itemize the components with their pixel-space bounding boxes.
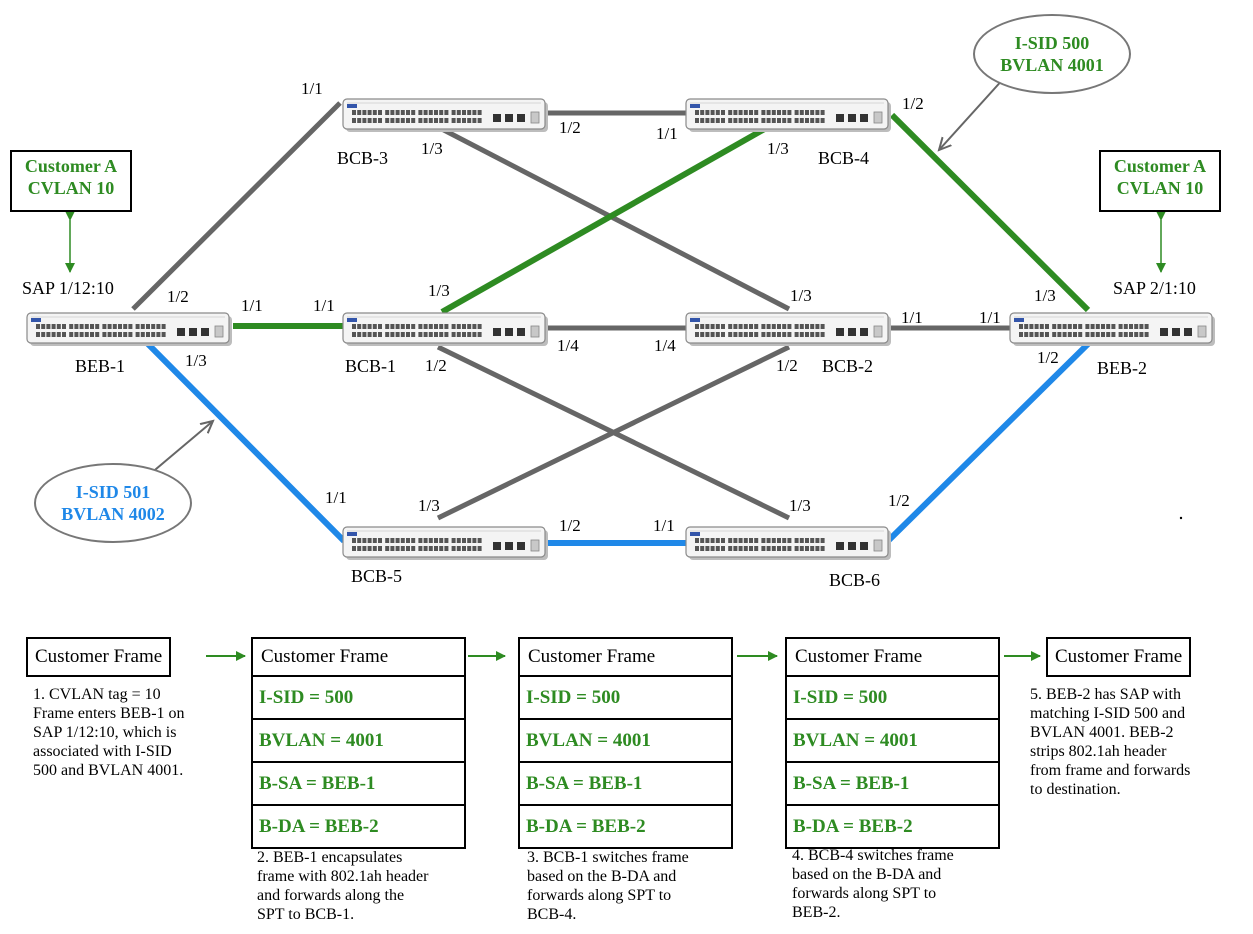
- port-label: 1/2: [902, 94, 924, 113]
- frame-3: Customer Frame I-SID = 500 BVLAN = 4001 …: [518, 637, 733, 849]
- port-label: 1/3: [790, 286, 812, 305]
- step-1-text: 1. CVLAN tag = 10 Frame enters BEB-1 on …: [33, 686, 185, 779]
- link-bcb1-bcb4: [440, 124, 770, 315]
- port-label: 1/1: [325, 488, 347, 507]
- bcb5-name: BCB-5: [351, 566, 403, 586]
- port-label: 1/3: [418, 496, 440, 515]
- isid500-oval: I-SID 500 BVLAN 4001: [973, 14, 1131, 94]
- isid500-pointer: [939, 76, 1006, 150]
- step-4-text: 4. BCB-4 switches frame based on the B-D…: [792, 847, 954, 921]
- bcb6-name: BCB-6: [829, 570, 881, 590]
- isid500-label: I-SID 500: [1014, 33, 1090, 53]
- bcb2-switch-icon: [685, 312, 891, 346]
- blue-links: [143, 339, 1093, 546]
- port-label: 1/2: [167, 287, 189, 306]
- frame-1: Customer Frame: [26, 637, 172, 677]
- green-links: [233, 112, 1091, 329]
- bcb1-name: BCB-1: [345, 356, 397, 376]
- step-5-text: 5. BEB-2 has SAP with matching I-SID 500…: [1030, 686, 1191, 798]
- port-label: 1/2: [559, 516, 581, 535]
- frame-2-bda: B-DA = BEB-2: [253, 804, 464, 847]
- left-customer-name: Customer A: [24, 156, 118, 176]
- link-bcb6-beb2: [886, 339, 1093, 543]
- frame-2-bsa: B-SA = BEB-1: [253, 761, 464, 804]
- frame-3-header: Customer Frame: [528, 646, 656, 667]
- port-label: 1/3: [421, 139, 443, 158]
- frame-4-bsa: B-SA = BEB-1: [787, 761, 998, 804]
- frame-2-header: Customer Frame: [261, 646, 389, 667]
- port-label: 1/3: [789, 496, 811, 515]
- right-sap-label: SAP 2/1:10: [1113, 278, 1196, 298]
- step-3-text: 3. BCB-1 switches frame based on the B-D…: [527, 849, 689, 923]
- frame-1-header: Customer Frame: [35, 646, 163, 667]
- frame-4-bvlan: BVLAN = 4001: [787, 718, 998, 761]
- frame-3-bda: B-DA = BEB-2: [520, 804, 731, 847]
- frame-4-isid: I-SID = 500: [787, 675, 998, 718]
- port-label: 1/2: [1037, 348, 1059, 367]
- bcb2-name: BCB-2: [822, 356, 874, 376]
- left-customer-cvlan: CVLAN 10: [27, 178, 115, 198]
- beb1-switch-icon: [26, 312, 232, 346]
- bcb4-name: BCB-4: [818, 148, 870, 168]
- port-label: 1/1: [301, 79, 323, 98]
- left-sap-label: SAP 1/12:10: [22, 278, 114, 298]
- isid501-label: I-SID 501: [75, 482, 151, 502]
- frame-2-bvlan: BVLAN = 4001: [253, 718, 464, 761]
- port-label: 1/2: [559, 118, 581, 137]
- port-label: 1/1: [241, 296, 263, 315]
- port-label: 1/1: [656, 124, 678, 143]
- right-customer-box: Customer A CVLAN 10: [1099, 150, 1221, 212]
- port-label: 1/2: [425, 356, 447, 375]
- link-beb1-bcb5: [143, 339, 347, 544]
- frame-5-header: Customer Frame: [1055, 646, 1183, 667]
- port-label: 1/3: [428, 281, 450, 300]
- frame-2-isid: I-SID = 500: [253, 675, 464, 718]
- port-label: 1/4: [654, 336, 676, 355]
- step-2-text: 2. BEB-1 encapsulates frame with 802.1ah…: [257, 849, 429, 923]
- beb2-switch-icon: [1009, 312, 1215, 346]
- link-beb1-bcb3: [131, 101, 342, 311]
- right-customer-cvlan: CVLAN 10: [1116, 178, 1204, 198]
- frame-4: Customer Frame I-SID = 500 BVLAN = 4001 …: [785, 637, 1000, 849]
- frame-2: Customer Frame I-SID = 500 BVLAN = 4001 …: [251, 637, 466, 849]
- stray-dot: [1179, 516, 1183, 520]
- frame-3-isid: I-SID = 500: [520, 675, 731, 718]
- frame-3-bsa: B-SA = BEB-1: [520, 761, 731, 804]
- beb2-name: BEB-2: [1097, 358, 1148, 378]
- frame-5: Customer Frame: [1046, 637, 1192, 677]
- port-label: 1/3: [185, 351, 207, 370]
- gray-links: [131, 101, 1010, 521]
- isid501-oval: I-SID 501 BVLAN 4002: [34, 463, 192, 543]
- frame-4-bda: B-DA = BEB-2: [787, 804, 998, 847]
- port-label: 1/3: [1034, 286, 1056, 305]
- right-customer-name: Customer A: [1113, 156, 1207, 176]
- link-bcb4-beb2: [889, 112, 1091, 313]
- port-label: 1/1: [901, 308, 923, 327]
- switches: [26, 98, 1215, 560]
- bcb5-switch-icon: [342, 526, 548, 560]
- link-bcb2-bcb5: [436, 344, 791, 521]
- bvlan4002-label: BVLAN 4002: [61, 504, 165, 524]
- bvlan4001-label: BVLAN 4001: [1000, 55, 1104, 75]
- port-label: 1/2: [888, 491, 910, 510]
- bcb1-switch-icon: [342, 312, 548, 346]
- bcb3-name: BCB-3: [337, 148, 389, 168]
- port-label: 1/1: [979, 308, 1001, 327]
- bcb4-switch-icon: [685, 98, 891, 132]
- frame-3-bvlan: BVLAN = 4001: [520, 718, 731, 761]
- port-label: 1/3: [767, 139, 789, 158]
- port-label: 1/1: [313, 296, 335, 315]
- port-label: 1/1: [653, 516, 675, 535]
- beb1-name: BEB-1: [75, 356, 126, 376]
- bcb6-switch-icon: [685, 526, 891, 560]
- left-customer-box: Customer A CVLAN 10: [10, 150, 132, 212]
- frame-4-header: Customer Frame: [795, 646, 923, 667]
- bcb3-switch-icon: [342, 98, 548, 132]
- customer-arrows: [65, 211, 1166, 273]
- port-label: 1/4: [557, 336, 579, 355]
- oval-pointers: [142, 76, 1006, 481]
- port-label: 1/2: [776, 356, 798, 375]
